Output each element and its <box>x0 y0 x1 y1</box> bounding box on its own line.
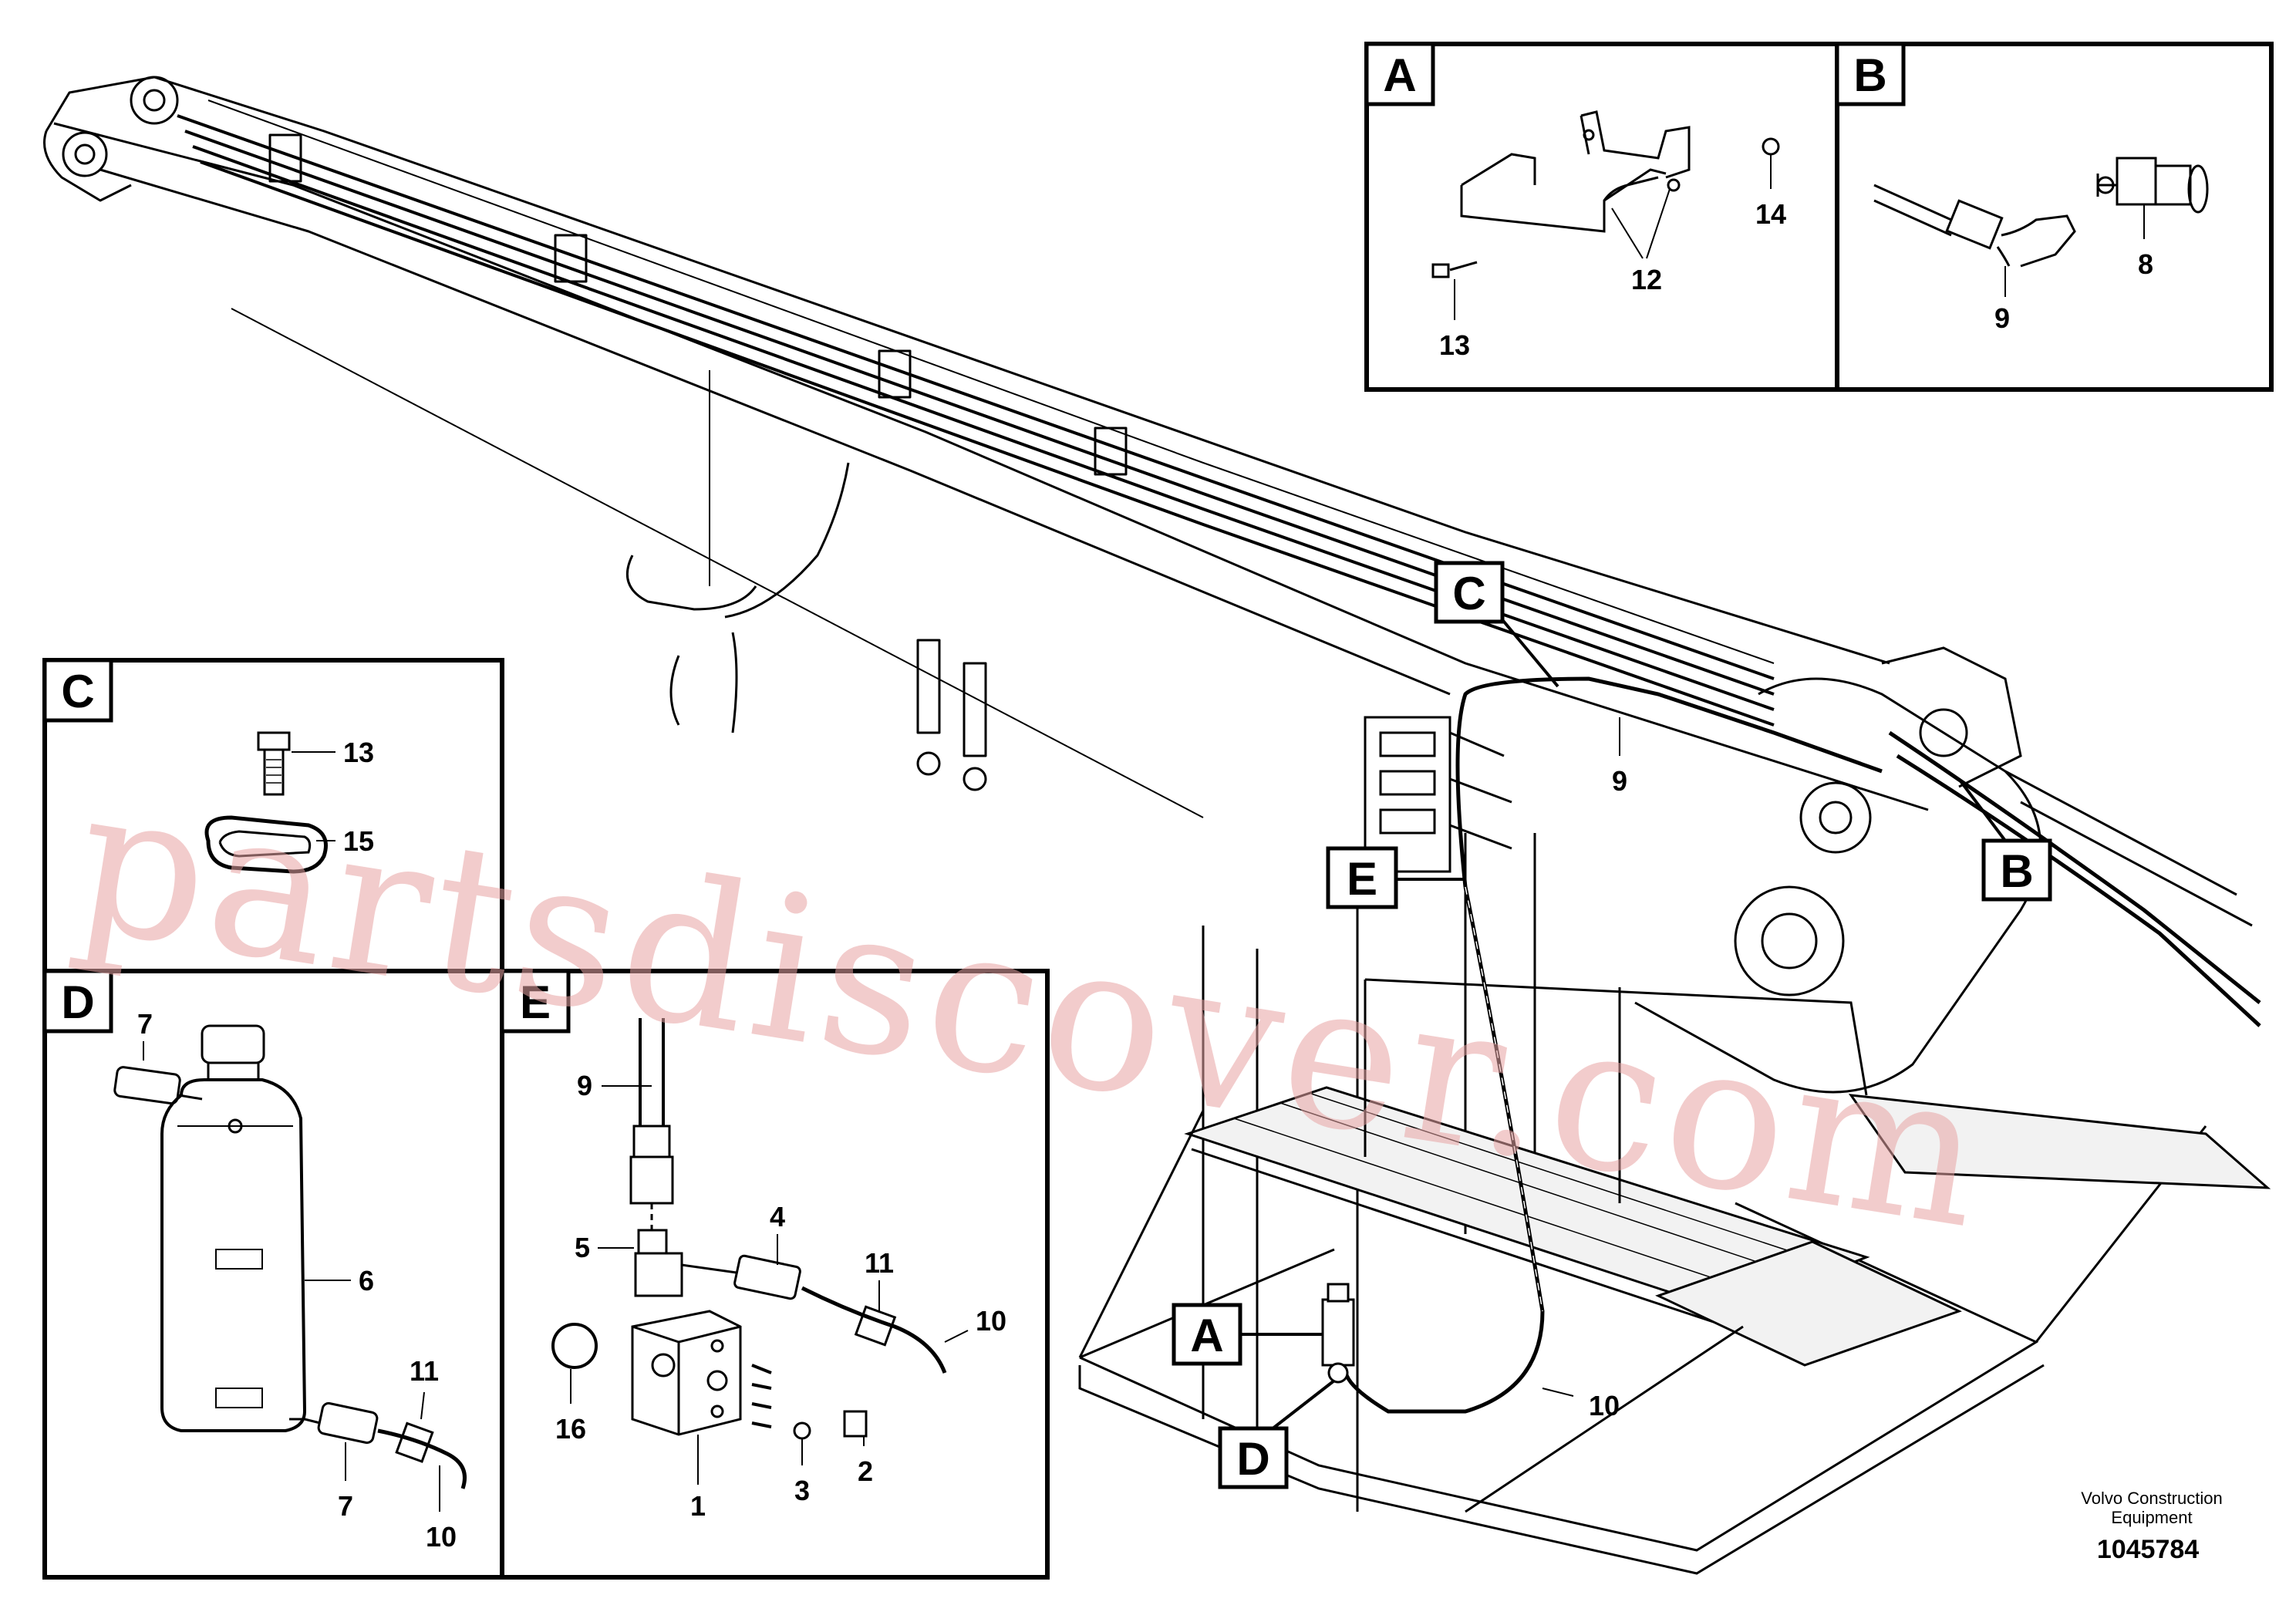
hose-tee-illustration <box>1873 157 2209 268</box>
company-name-line2: Equipment <box>2111 1508 2192 1527</box>
main-callout-E: E <box>1326 846 1465 909</box>
part-number: 6 <box>359 1265 374 1297</box>
panel-letter: E <box>520 976 551 1028</box>
part-number: 4 <box>770 1201 785 1233</box>
main-callout-A: A <box>1172 1303 1323 1366</box>
sensor-block-illustration <box>551 1018 947 1440</box>
callout-letter: B <box>2000 845 2033 897</box>
part-number: 8 <box>2138 248 2153 280</box>
bolt-clip-illustration <box>204 731 328 874</box>
part-number: 9 <box>1612 765 1627 797</box>
detail-panel-C: C 13 15 <box>42 658 504 973</box>
part-number: 10 <box>1589 1390 1620 1421</box>
detail-panel-E: E 9 5 4 11 <box>500 969 1050 1580</box>
part-number: 16 <box>555 1413 586 1445</box>
service-platform <box>1078 833 2271 1575</box>
part-number: 15 <box>343 825 374 857</box>
callout-box <box>1981 838 2052 902</box>
reservoir-bottle-illustration <box>113 1024 467 1489</box>
main-part-labels: 9 10 <box>1542 717 1627 1421</box>
clamp-bracket-illustration <box>1431 110 1780 278</box>
part-number: 5 <box>575 1232 590 1263</box>
part-number: 10 <box>426 1521 457 1553</box>
company-name-line1: Volvo Construction <box>2081 1489 2222 1508</box>
callout-box <box>1218 1426 1289 1489</box>
panel-letter: A <box>1383 49 1416 101</box>
part-number: 11 <box>410 1355 439 1387</box>
part-number: 2 <box>858 1455 873 1487</box>
part-number: 13 <box>1439 329 1470 361</box>
valve-block <box>1364 716 1512 873</box>
detail-panel-A: A 12 13 14 <box>1364 42 1839 392</box>
part-number: 7 <box>137 1008 153 1040</box>
panel-letter: D <box>61 976 94 1028</box>
part-number: 3 <box>794 1475 810 1506</box>
part-number: 11 <box>865 1247 894 1279</box>
callout-letter: A <box>1190 1310 1223 1361</box>
part-number: 14 <box>1755 198 1786 230</box>
part-number: 13 <box>343 737 374 768</box>
part-number: 12 <box>1631 264 1662 295</box>
main-callout-C: C <box>1434 561 1559 688</box>
panel-letter: B <box>1853 49 1886 101</box>
main-callout-D: D <box>1218 1379 1336 1489</box>
boom-assembly <box>43 76 1929 818</box>
part-number: 9 <box>1994 302 2010 334</box>
callout-box <box>1434 561 1505 624</box>
part-number: 7 <box>338 1490 353 1522</box>
part-number: 10 <box>976 1305 1006 1337</box>
main-callout-B: B <box>1957 777 2052 902</box>
callout-letter: C <box>1452 568 1485 619</box>
pressure-sensor <box>1321 1283 1355 1384</box>
drawing-footer: Volvo Construction Equipment 1045784 <box>2081 1489 2222 1564</box>
part-number: 9 <box>577 1070 592 1101</box>
detail-panel-D: D 7 6 11 7 10 <box>42 969 504 1580</box>
detail-panel-B: B 8 9 <box>1835 42 2274 392</box>
callout-letter: E <box>1347 853 1377 905</box>
hose-run <box>1344 676 1883 1414</box>
drawing-number: 1045784 <box>2097 1535 2199 1564</box>
callout-letter: D <box>1236 1433 1269 1485</box>
panel-letter: C <box>61 666 94 717</box>
callout-box <box>1172 1303 1242 1366</box>
callout-box <box>1326 846 1398 909</box>
part-number: 1 <box>690 1490 706 1522</box>
